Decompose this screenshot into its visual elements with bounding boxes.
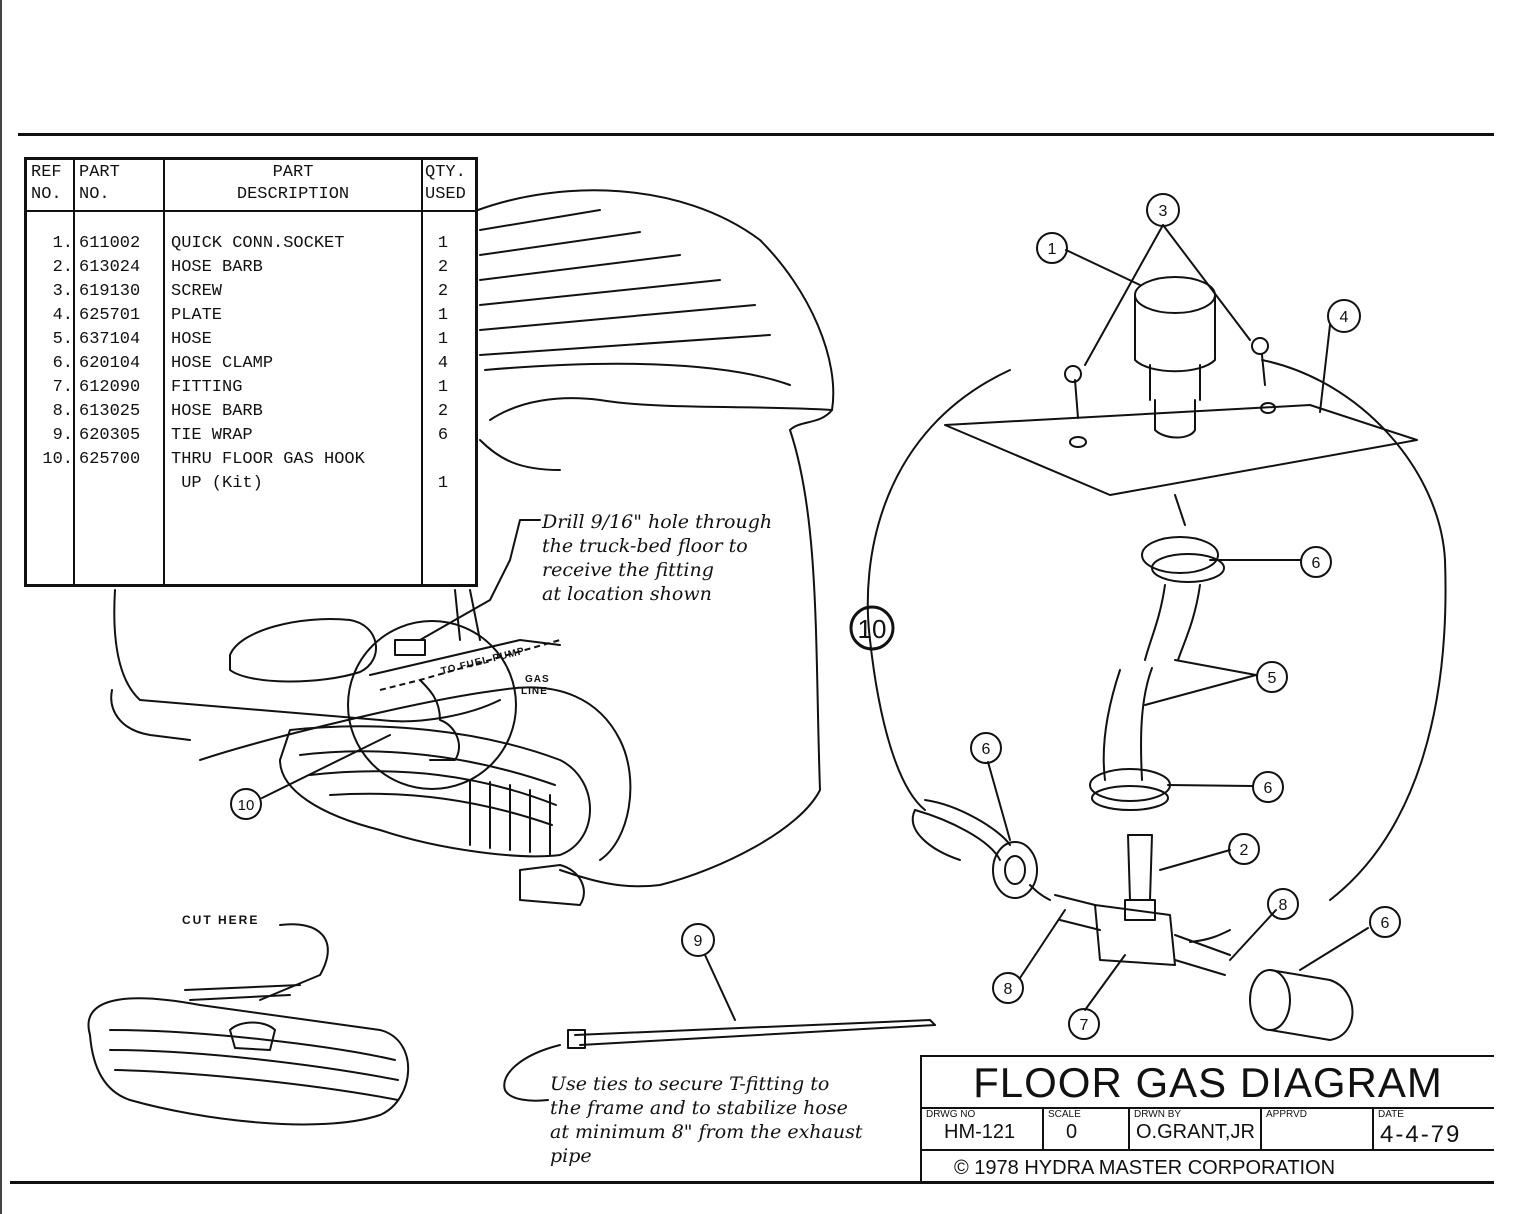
- callout-8b: 8: [1004, 981, 1013, 998]
- date-cell: DATE 4-4-79: [1378, 1109, 1462, 1148]
- drawing-title: FLOOR GAS DIAGRAM: [922, 1057, 1494, 1109]
- callout-1: 1: [1048, 241, 1057, 258]
- gas-line-label-1: GAS: [525, 674, 550, 685]
- callout-6b: 6: [1264, 780, 1273, 797]
- callout-2: 2: [1240, 842, 1249, 859]
- drawing-number: HM-121: [944, 1121, 1016, 1143]
- plate-shape: [944, 404, 1418, 496]
- approved-cell: APPRVD: [1262, 1109, 1374, 1149]
- table-divider: [73, 160, 75, 584]
- tie-wrap-shape: [574, 1019, 936, 1046]
- scale-cell: SCALE 0: [1044, 1109, 1130, 1149]
- cut-here-label: CUT HERE: [182, 913, 260, 927]
- callout-10-big-ring: [849, 605, 895, 651]
- drill-note: Drill 9/16" hole through the truck-bed f…: [542, 511, 773, 605]
- bottom-rule: [10, 1181, 1494, 1184]
- table-header-rule: [27, 210, 475, 212]
- callout-10-big: 10: [858, 614, 887, 644]
- callout-8a: 8: [1279, 897, 1288, 914]
- callout-3: 3: [1159, 203, 1168, 220]
- header-qty: QTY.USED: [425, 163, 466, 204]
- ties-note: Use ties to secure T-fitting to the fram…: [550, 1073, 863, 1167]
- date-value: 4-4-79: [1380, 1121, 1462, 1148]
- drawn-by-cell: DRWN BY O.GRANT,JR: [1130, 1109, 1262, 1149]
- callout-5: 5: [1268, 670, 1277, 687]
- callout-4: 4: [1340, 309, 1349, 326]
- truck-seat-illustration: [110, 189, 835, 906]
- gas-line-label-2: LINE: [521, 686, 548, 697]
- callout-6d: 6: [982, 741, 991, 758]
- assembly-loop: [866, 369, 1011, 811]
- table-divider: [421, 160, 423, 584]
- callout-6a: 6: [1312, 555, 1321, 572]
- table-row: UP (Kit)1: [171, 474, 449, 493]
- scale-value: 0: [1066, 1121, 1078, 1143]
- left-edge: [0, 0, 2, 1214]
- copyright-line: © 1978 HYDRA MASTER CORPORATION: [922, 1149, 1494, 1183]
- callout-6c: 6: [1381, 915, 1390, 932]
- callout-9: 9: [694, 933, 703, 950]
- drawn-by-value: O.GRANT,JR: [1136, 1121, 1255, 1143]
- table-divider: [163, 160, 165, 584]
- drawing-number-cell: DRWG NO HM-121: [922, 1109, 1044, 1149]
- callout-10-truck: 10: [238, 797, 255, 814]
- top-rule: [18, 133, 1494, 136]
- detail-circle-truck: [347, 620, 517, 790]
- callout-7: 7: [1080, 1017, 1089, 1034]
- title-block: FLOOR GAS DIAGRAM DRWG NO HM-121 SCALE 0…: [920, 1055, 1494, 1183]
